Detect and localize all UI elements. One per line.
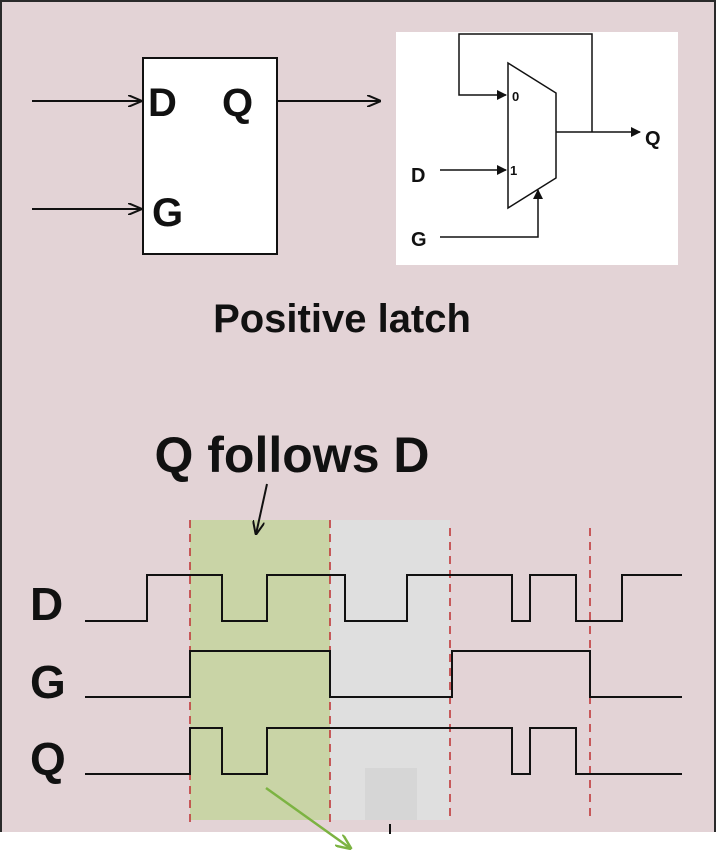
latch-g-label: G bbox=[152, 191, 183, 235]
positive-latch-caption: Positive latch bbox=[213, 297, 471, 341]
q-follows-d-annotation: Q follows D bbox=[155, 427, 430, 483]
transparent-window bbox=[190, 520, 330, 820]
latch-box bbox=[142, 57, 278, 255]
mux-shape bbox=[507, 61, 557, 210]
mux-g-label: G bbox=[411, 229, 427, 251]
signal-label-g: G bbox=[30, 656, 66, 708]
opaque-window-inner bbox=[365, 768, 417, 820]
signal-label-d: D bbox=[30, 578, 63, 630]
mux-q-label: Q bbox=[645, 128, 661, 150]
mux-sel1-label: 1 bbox=[510, 163, 517, 178]
bottom-strip bbox=[0, 832, 716, 850]
latch-block: D Q G bbox=[32, 57, 380, 255]
signal-label-q: Q bbox=[30, 733, 66, 785]
mux-d-label: D bbox=[411, 165, 425, 187]
g-waveform bbox=[85, 650, 682, 698]
mux-sel0-label: 0 bbox=[512, 89, 519, 104]
d-waveform bbox=[85, 574, 682, 622]
timing-diagram: Q follows D D G Q bbox=[30, 427, 682, 848]
latch-q-label: Q bbox=[222, 81, 253, 125]
annotation-arrow bbox=[256, 483, 268, 534]
mux-feedback-wire bbox=[458, 33, 593, 132]
latch-d-label: D bbox=[148, 81, 177, 125]
green-pointer-arrow bbox=[265, 786, 350, 848]
q-waveform bbox=[85, 727, 682, 775]
mux-g-wire bbox=[440, 189, 543, 238]
mux-diagram: 0 1 Q D G bbox=[396, 32, 678, 265]
